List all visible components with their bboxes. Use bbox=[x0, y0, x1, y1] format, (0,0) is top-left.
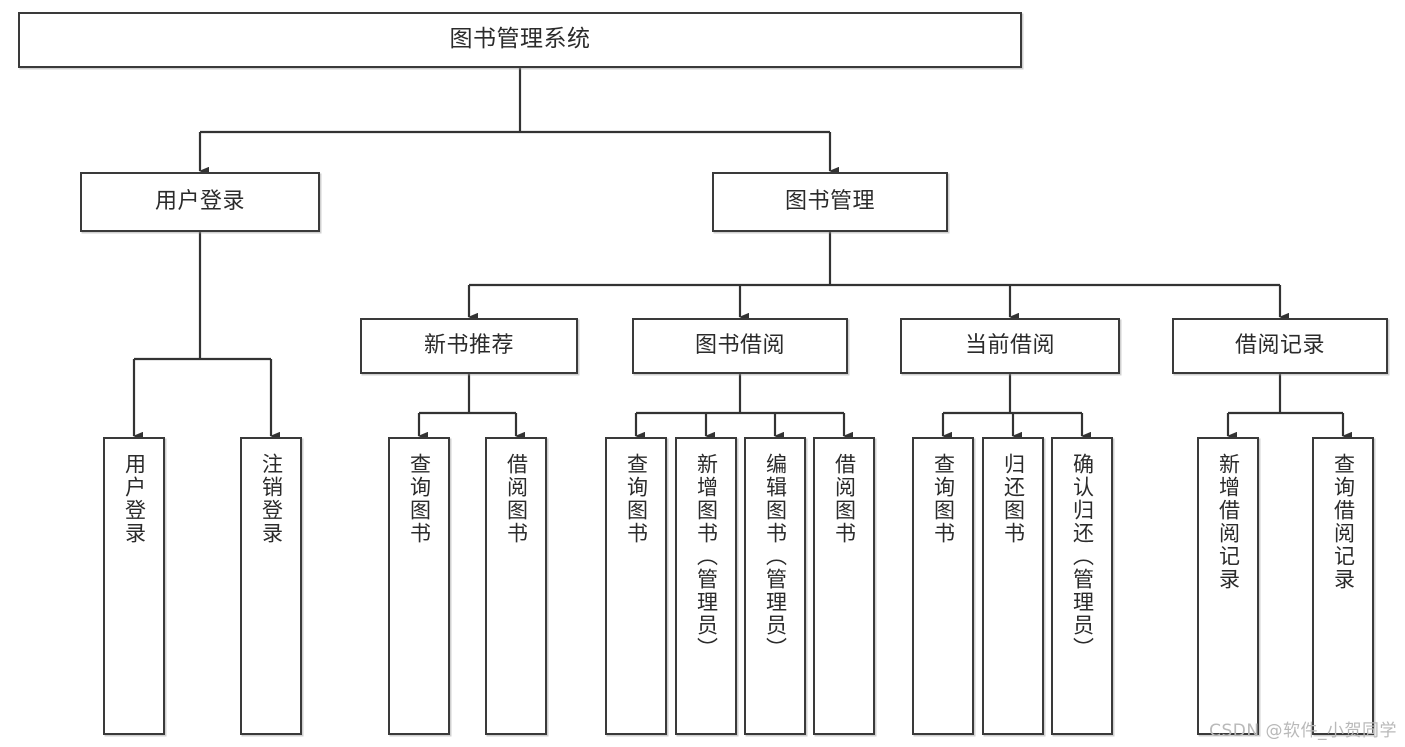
csdn-watermark: CSDN @软件_小贺同学 bbox=[1209, 721, 1397, 741]
node-label: 注销登录 bbox=[259, 453, 284, 545]
node-label: 新增图书（管理员） bbox=[694, 453, 719, 660]
node-leaf-cur-return[interactable]: 归还图书 bbox=[982, 437, 1044, 735]
node-leaf-borrow-query[interactable]: 查询图书 bbox=[605, 437, 667, 735]
node-leaf-rec-add[interactable]: 新增借阅记录 bbox=[1197, 437, 1259, 735]
node-label: 借阅图书 bbox=[832, 453, 857, 545]
node-book-borrow[interactable]: 图书借阅 bbox=[632, 318, 848, 374]
node-label: 借阅记录 bbox=[1234, 333, 1325, 359]
node-label: 查询图书 bbox=[931, 453, 956, 545]
node-leaf-cur-query[interactable]: 查询图书 bbox=[912, 437, 974, 735]
node-label: 当前借阅 bbox=[964, 333, 1055, 359]
node-label: 新增借阅记录 bbox=[1216, 453, 1241, 591]
node-leaf-borrow-edit[interactable]: 编辑图书（管理员） bbox=[744, 437, 806, 735]
node-label: 用户登录 bbox=[122, 453, 147, 545]
node-new-book-rec[interactable]: 新书推荐 bbox=[360, 318, 578, 374]
node-label: 确认归还（管理员） bbox=[1070, 453, 1095, 660]
node-label: 查询图书 bbox=[624, 453, 649, 545]
node-label: 归还图书 bbox=[1001, 453, 1026, 545]
node-leaf-rec-borrow[interactable]: 借阅图书 bbox=[485, 437, 547, 735]
node-book-manage[interactable]: 图书管理 bbox=[712, 172, 948, 232]
node-label: 图书管理 bbox=[784, 189, 875, 215]
node-leaf-user-login[interactable]: 用户登录 bbox=[103, 437, 165, 735]
node-leaf-borrow-lend[interactable]: 借阅图书 bbox=[813, 437, 875, 735]
node-leaf-rec-find[interactable]: 查询借阅记录 bbox=[1312, 437, 1374, 735]
node-leaf-cur-confirm[interactable]: 确认归还（管理员） bbox=[1051, 437, 1113, 735]
node-label: 图书管理系统 bbox=[449, 26, 591, 53]
node-label: 用户登录 bbox=[154, 189, 245, 215]
node-current-borrow[interactable]: 当前借阅 bbox=[900, 318, 1120, 374]
node-label: 编辑图书（管理员） bbox=[763, 453, 788, 660]
node-borrow-record[interactable]: 借阅记录 bbox=[1172, 318, 1388, 374]
node-label: 借阅图书 bbox=[504, 453, 529, 545]
node-root[interactable]: 图书管理系统 bbox=[18, 12, 1022, 68]
node-user-login[interactable]: 用户登录 bbox=[80, 172, 320, 232]
node-label: 查询借阅记录 bbox=[1331, 453, 1356, 591]
node-label: 新书推荐 bbox=[423, 333, 514, 359]
node-leaf-rec-query[interactable]: 查询图书 bbox=[388, 437, 450, 735]
node-label: 图书借阅 bbox=[694, 333, 785, 359]
node-leaf-borrow-add[interactable]: 新增图书（管理员） bbox=[675, 437, 737, 735]
node-label: 查询图书 bbox=[407, 453, 432, 545]
node-leaf-user-logout[interactable]: 注销登录 bbox=[240, 437, 302, 735]
